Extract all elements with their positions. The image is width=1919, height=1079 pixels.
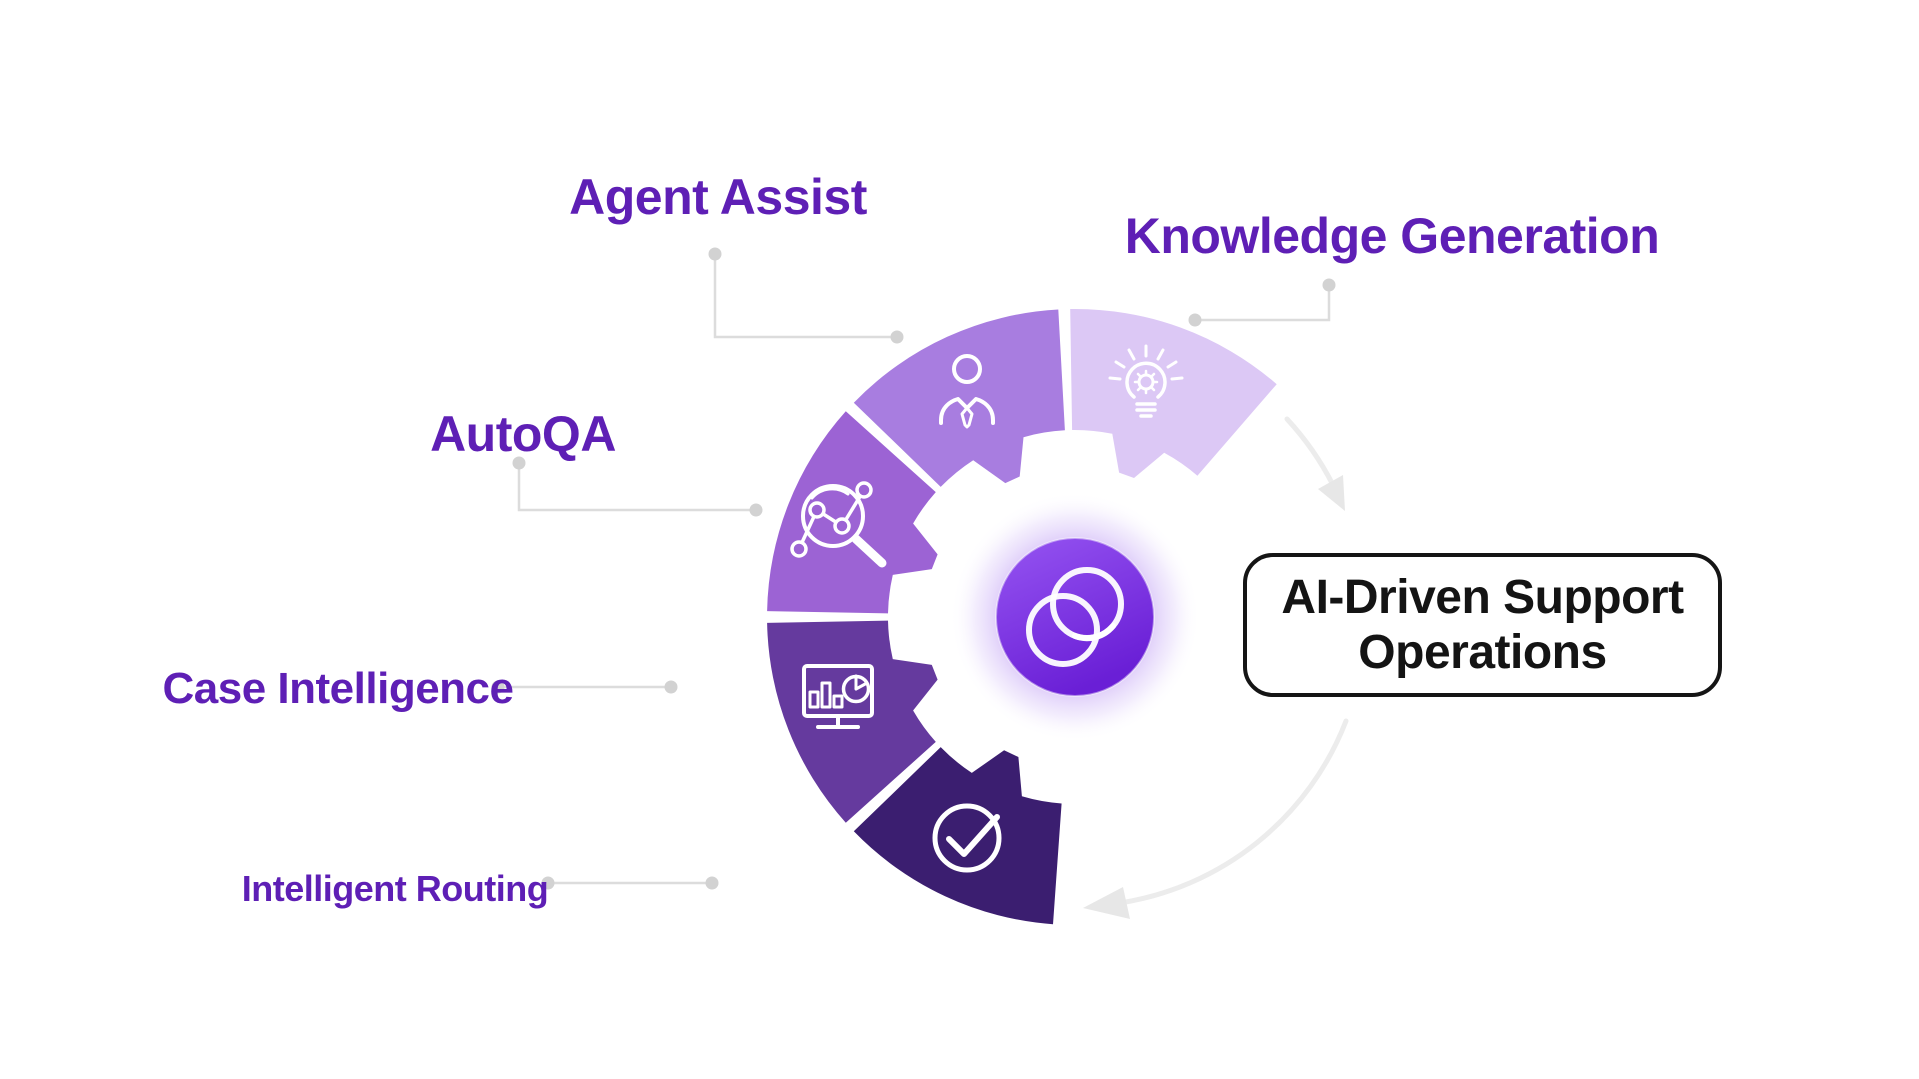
person-icon	[939, 354, 995, 429]
connector-autoqa	[517, 463, 756, 512]
check-circle-icon	[932, 803, 1002, 873]
label-intelligent-routing: Intelligent Routing	[241, 868, 549, 909]
connector-dot	[1322, 278, 1336, 292]
connector-agent-assist	[713, 254, 897, 339]
label-autoqa: AutoQA	[430, 406, 616, 462]
monitor-chart-icon	[802, 664, 874, 729]
label-case-intelligence: Case Intelligence	[162, 664, 514, 713]
title-box: AI-Driven Support Operations	[1243, 553, 1722, 697]
label-agent-assist: Agent Assist	[569, 169, 867, 225]
label-knowledge-generation: Knowledge Generation	[1124, 208, 1660, 264]
segment-knowledge-generation	[1070, 308, 1277, 478]
connector-dots	[491, 247, 1336, 890]
segment-intelligent-routing	[853, 747, 1062, 925]
magnifier-network-icon	[790, 481, 887, 568]
connector-dot	[512, 456, 526, 470]
connector-dot	[708, 247, 722, 261]
lightbulb-gear-icon	[1108, 344, 1184, 418]
connector-dot	[1188, 313, 1202, 327]
center-badge	[950, 492, 1200, 742]
overlapping-rings-logo-icon	[1026, 567, 1124, 667]
label-connectors	[498, 254, 1331, 885]
connector-dot	[749, 503, 763, 517]
connector-dot	[890, 330, 904, 344]
badge-circle	[995, 537, 1155, 697]
connector-dot	[491, 680, 505, 694]
flow-arrow-top-right	[1284, 416, 1345, 511]
connector-knowledge-generation	[1195, 285, 1331, 322]
connector-dot	[705, 876, 719, 890]
connector-dot	[664, 680, 678, 694]
page-title: AI-Driven Support Operations	[1281, 570, 1684, 679]
connector-dot	[541, 876, 555, 890]
segment-case-intelligence	[767, 620, 938, 823]
flow-arrow-bottom-right	[1083, 718, 1349, 919]
